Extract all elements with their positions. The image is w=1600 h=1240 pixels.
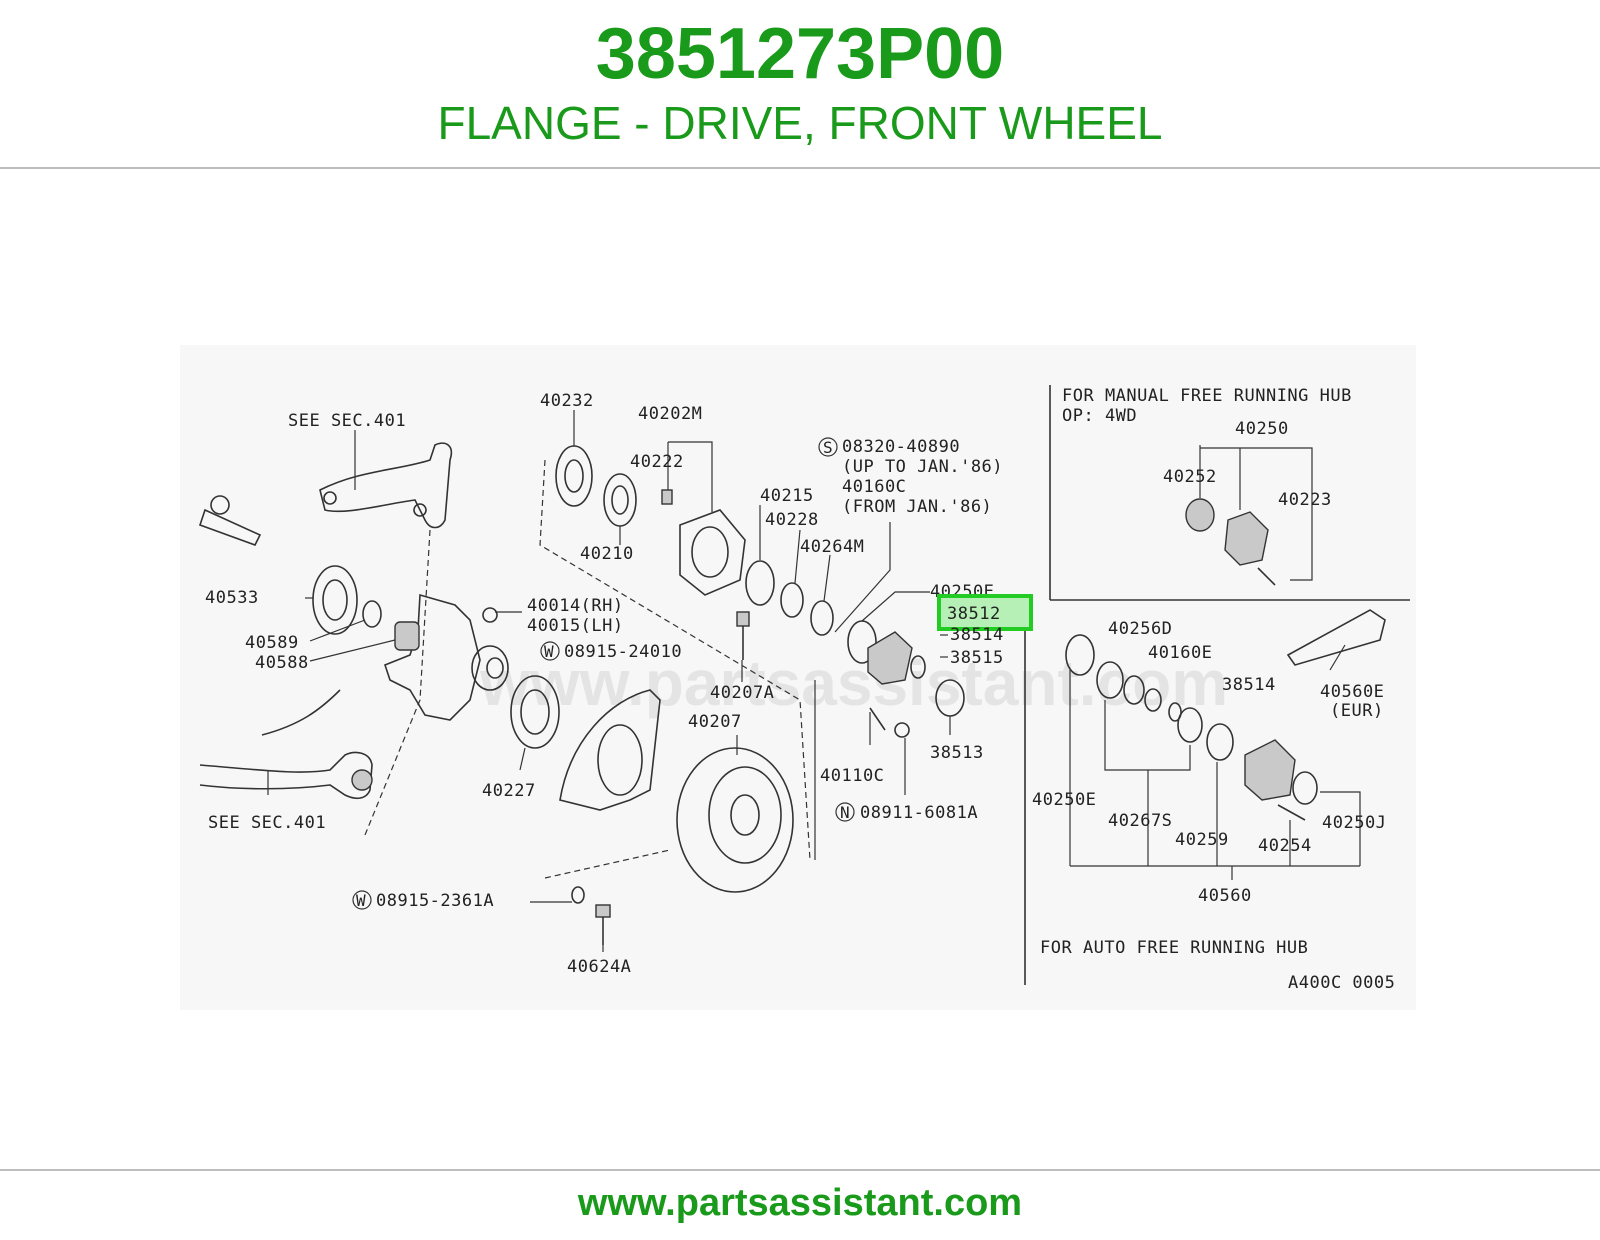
label-40250j: 40250J xyxy=(1322,813,1386,833)
label-40207: 40207 xyxy=(688,712,742,732)
label-40207a: 40207A xyxy=(710,683,774,703)
snap-ring-38514 xyxy=(910,655,926,679)
label-38512: 38512 xyxy=(947,604,1001,624)
symbol-w-circle-1 xyxy=(540,641,560,661)
bushing-40588 xyxy=(394,621,420,651)
label-manual-hub-op: OP: 4WD xyxy=(1062,406,1137,426)
label-40250e-right: 40250E xyxy=(1032,790,1096,810)
footer-website-link[interactable]: www.partsassistant.com xyxy=(577,1182,1023,1224)
tool-40560e xyxy=(1286,609,1386,666)
label-40232: 40232 xyxy=(540,391,594,411)
lock-nut-40264m xyxy=(810,600,834,636)
label-40589: 40589 xyxy=(245,633,299,653)
label-eur: (EUR) xyxy=(1330,701,1384,721)
label-40588: 40588 xyxy=(255,653,309,673)
drive-flange-38512 xyxy=(867,631,913,685)
label-manual-hub: FOR MANUAL FREE RUNNING HUB xyxy=(1062,386,1352,406)
symbol-s-circle xyxy=(818,437,838,457)
upper-control-arm xyxy=(319,442,453,529)
label-auto-hub: FOR AUTO FREE RUNNING HUB xyxy=(1040,938,1308,958)
auto-free-running-hub xyxy=(1065,634,1318,821)
label-38513: 38513 xyxy=(930,743,984,763)
label-40250: 40250 xyxy=(1235,419,1289,439)
footer-divider xyxy=(0,1169,1600,1171)
symbol-s: S xyxy=(823,438,833,457)
label-40202m: 40202M xyxy=(638,404,702,424)
label-40110c: 40110C xyxy=(820,766,884,786)
label-40252: 40252 xyxy=(1163,467,1217,487)
seal-40589 xyxy=(362,600,382,628)
symbol-n: N xyxy=(840,803,850,822)
part-number-title: 3851273P00 xyxy=(595,14,1005,94)
label-40259: 40259 xyxy=(1175,830,1229,850)
leader-lines xyxy=(267,410,1361,952)
label-from-jan86: (FROM JAN.'86) xyxy=(842,497,992,517)
label-40210: 40210 xyxy=(580,544,634,564)
label-40267s: 40267S xyxy=(1108,811,1172,831)
label-40160c: 40160C xyxy=(842,477,906,497)
label-see-sec-bottom: SEE SEC.401 xyxy=(208,813,326,833)
stud-bolt-40110c xyxy=(869,707,910,738)
label-38515: 38515 xyxy=(950,648,1004,668)
label-40254: 40254 xyxy=(1258,836,1312,856)
label-38514-top: 38514 xyxy=(950,625,1004,645)
label-40624a: 40624A xyxy=(567,957,631,977)
label-up-to-jan86: (UP TO JAN.'86) xyxy=(842,457,1003,477)
label-40264m: 40264M xyxy=(800,537,864,557)
highlight-box-38512 xyxy=(937,594,1033,631)
label-40015-lh: 40015(LH) xyxy=(527,616,624,636)
section-dividers xyxy=(1024,385,1410,985)
label-40560e: 40560E xyxy=(1320,682,1384,702)
seal-40227 xyxy=(510,675,560,749)
symbol-n-circle xyxy=(835,802,855,822)
bolt-40624a xyxy=(571,886,611,945)
symbol-w-circle-2 xyxy=(352,890,372,910)
label-08915-2361a: 08915-2361A xyxy=(376,891,494,911)
bearing-40533 xyxy=(312,565,358,635)
bearing-40215 xyxy=(745,560,775,606)
assembly-dash-lines xyxy=(364,459,811,879)
washer-40228 xyxy=(780,582,804,618)
page-header: 3851273P00 FLANGE - DRIVE, FRONT WHEEL xyxy=(0,0,1600,168)
steering-knuckle xyxy=(384,593,509,721)
label-40014-rh: 40014(RH) xyxy=(527,596,624,616)
label-40160e: 40160E xyxy=(1148,643,1212,663)
label-drawing-code: A400C 0005 xyxy=(1288,973,1395,993)
label-40256d: 40256D xyxy=(1108,619,1172,639)
diagram-canvas xyxy=(180,345,1416,1010)
label-40228: 40228 xyxy=(765,510,819,530)
lower-control-arm xyxy=(199,689,373,800)
label-08911-6081a: 08911-6081A xyxy=(860,803,978,823)
label-40222: 40222 xyxy=(630,452,684,472)
header-divider xyxy=(0,167,1600,169)
label-40227: 40227 xyxy=(482,781,536,801)
bolt-40207a xyxy=(736,611,750,660)
wheel-hub xyxy=(661,489,746,596)
label-40533: 40533 xyxy=(205,588,259,608)
manual-free-running-hub xyxy=(1185,498,1276,586)
label-08320-40890: 08320-40890 xyxy=(842,437,960,457)
symbol-w-1: W xyxy=(544,642,554,661)
baffle-plate xyxy=(559,689,661,811)
label-08915-24010: 08915-24010 xyxy=(564,642,682,662)
label-38514-right: 38514 xyxy=(1222,675,1276,695)
symbol-w-2: W xyxy=(356,891,366,910)
callout-labels: SEE SEC.401 SEE SEC.401 40232 40202M 402… xyxy=(205,386,1395,993)
label-see-sec-top: SEE SEC.401 xyxy=(288,411,406,431)
label-40560: 40560 xyxy=(1198,886,1252,906)
drive-shaft xyxy=(198,495,262,546)
part-name-subtitle: FLANGE - DRIVE, FRONT WHEEL xyxy=(437,97,1163,149)
label-40215: 40215 xyxy=(760,486,814,506)
brake-rotor xyxy=(676,747,794,893)
label-40223: 40223 xyxy=(1278,490,1332,510)
